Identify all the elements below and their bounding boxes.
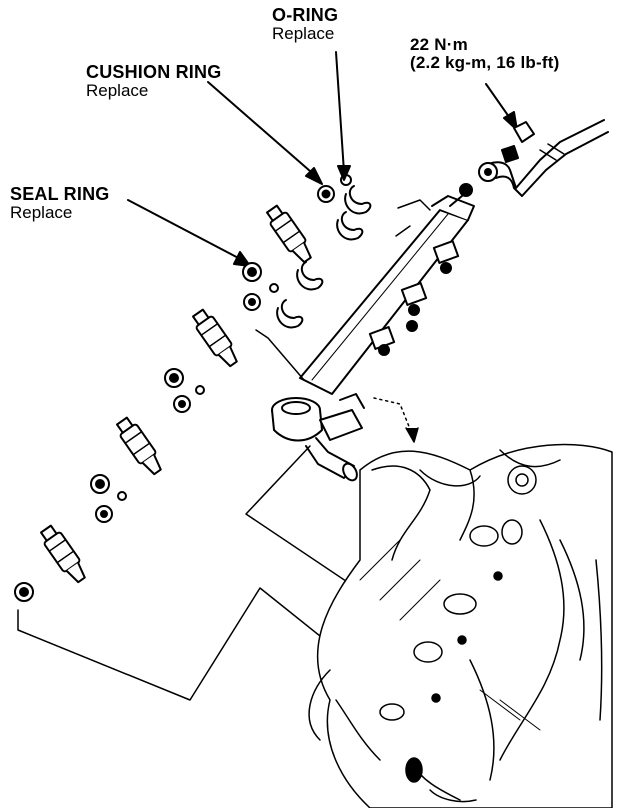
o-ring-note: Replace — [272, 23, 335, 43]
o-ring-leader — [335, 51, 345, 173]
rings — [14, 174, 352, 602]
o-ring — [340, 174, 352, 186]
pressure-regulator — [271, 393, 365, 482]
injector-4 — [40, 524, 86, 584]
torque-spec-nm: 22 N·m — [410, 35, 468, 54]
injector-2 — [192, 308, 238, 368]
seal-ring-label: SEAL RING Replace — [10, 185, 109, 222]
fuel-rail — [299, 183, 475, 395]
torque-spec-alt-units: (2.2 kg-m, 16 lb-ft) — [410, 52, 560, 72]
cushion-ring-label: CUSHION RING Replace — [86, 63, 221, 100]
leader-arrows — [127, 51, 518, 267]
seal-ring-leader — [127, 199, 247, 263]
engine-block — [308, 443, 613, 808]
retaining-clips — [276, 185, 372, 329]
banjo-bolt — [513, 121, 535, 143]
injector-3 — [116, 416, 162, 476]
fuel-feed-hose — [478, 119, 609, 197]
torque-spec-label: 22 N·m (2.2 kg-m, 16 lb-ft) — [410, 36, 559, 72]
seal-ring-title: SEAL RING — [10, 184, 110, 204]
cushion-ring-title: CUSHION RING — [86, 62, 222, 82]
cushion-ring-note: Replace — [86, 80, 149, 100]
injector-1 — [266, 204, 312, 264]
o-ring-title: O-RING — [272, 5, 339, 25]
o-ring-label: O-RING Replace — [272, 6, 338, 43]
seal-ring-note: Replace — [10, 202, 73, 222]
cushion-ring-leader — [207, 81, 319, 179]
